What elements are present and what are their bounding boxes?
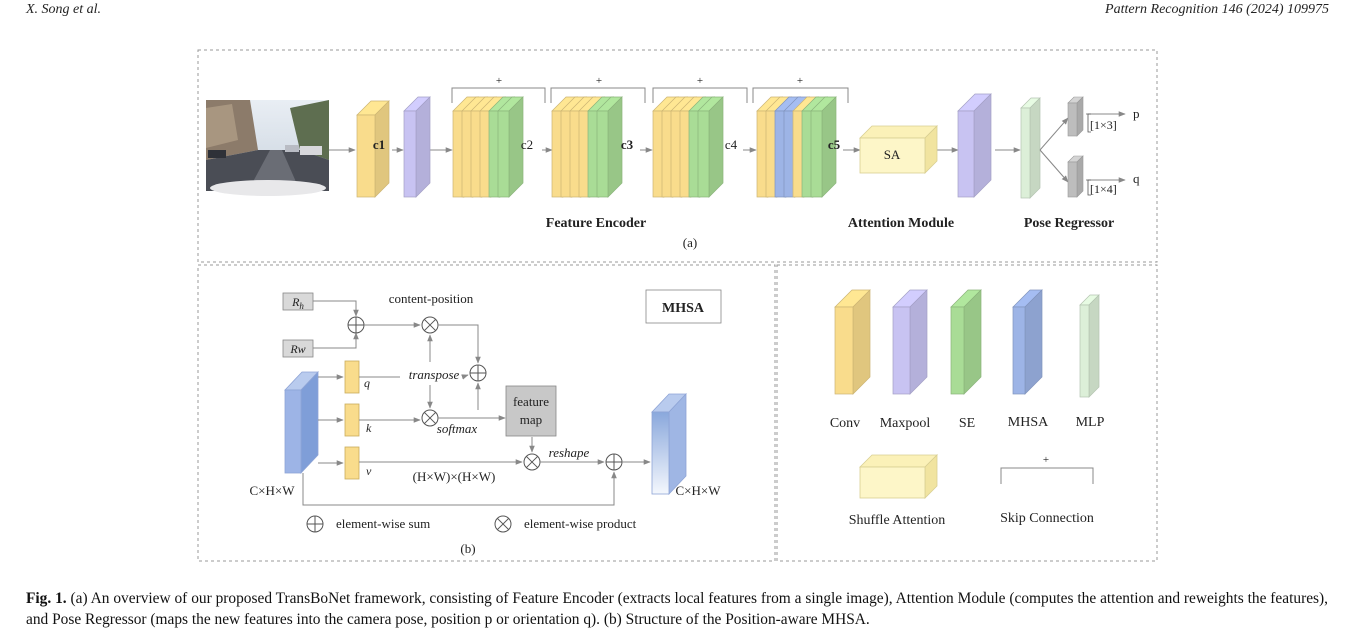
- output-q-dim: [1×4]: [1090, 182, 1117, 196]
- legend-conv-label: Conv: [830, 416, 860, 431]
- reshape-label: reshape: [549, 445, 590, 460]
- product-op-middle: [421, 409, 439, 427]
- rh-label: Rh: [291, 295, 304, 311]
- k-label: k: [366, 421, 372, 435]
- skip-plus-c2: +: [496, 75, 502, 87]
- legend-shuffle-attention-block: [859, 454, 938, 499]
- legend-product-icon: [494, 515, 512, 533]
- figure-1: + + + + c1 c2 c3 c4 c5 SA [1×3] [1×4] p …: [197, 49, 1158, 562]
- legend-product-label: element-wise product: [524, 516, 637, 531]
- running-header-authors: X. Song et al.: [26, 2, 102, 17]
- label-c5: c5: [828, 137, 841, 152]
- legend-conv-block: [834, 289, 871, 395]
- softmax-label: softmax: [437, 421, 478, 436]
- legend-sum-icon: [306, 515, 324, 533]
- sum-op-content: [347, 316, 365, 334]
- label-c4: c4: [725, 137, 738, 152]
- legend-se-block: [950, 289, 982, 395]
- mhsa-input-tensor: [284, 370, 319, 475]
- q-label: q: [364, 376, 370, 390]
- attention-maxpool-block: [957, 93, 992, 198]
- rw-label: Rw: [289, 342, 305, 356]
- legend-skip-plus: +: [1043, 454, 1049, 466]
- product-op-top: [421, 316, 439, 334]
- sa-label: SA: [884, 147, 901, 162]
- feature-map-line2: map: [520, 412, 542, 427]
- q-box: [344, 360, 360, 394]
- legend-maxpool-block: [892, 289, 928, 395]
- mhsa-output-tensor: [651, 392, 687, 496]
- output-dim-label: C×H×W: [676, 483, 722, 498]
- input-dim-label: C×H×W: [250, 483, 296, 498]
- running-header-journal: Pattern Recognition 146 (2024) 109975: [1105, 2, 1329, 17]
- legend-mlp-label: MLP: [1076, 415, 1105, 430]
- legend-shuffle-attention-label: Shuffle Attention: [849, 513, 946, 528]
- sum-op-residual: [605, 453, 623, 471]
- sum-op-logits: [469, 364, 487, 382]
- legend-blocks: [834, 289, 1100, 398]
- skip-plus-c3: +: [596, 75, 602, 87]
- legend-skip-bracket: [1000, 467, 1094, 484]
- panel-b-tag: (b): [460, 541, 475, 556]
- legend-mhsa-block: [1012, 289, 1043, 395]
- c2-se-5: [497, 96, 524, 198]
- legend-panel-border: [776, 264, 1158, 562]
- label-c2: c2: [521, 137, 533, 152]
- v-label: v: [366, 464, 372, 478]
- label-c1: c1: [373, 137, 385, 152]
- caption-label: Fig. 1.: [26, 590, 67, 607]
- shuffle-attention-block: [859, 125, 938, 174]
- input-street-image: [206, 100, 329, 196]
- c5-se-6: [810, 96, 837, 198]
- content-position-label: content-position: [389, 291, 474, 306]
- panel-b-border: [197, 264, 776, 562]
- figure-caption: Fig. 1. (a) An overview of our proposed …: [26, 588, 1328, 630]
- legend-mhsa-label: MHSA: [1008, 415, 1049, 430]
- skip-plus-c4: +: [697, 75, 703, 87]
- c1-conv-block: [356, 100, 390, 198]
- section-attention-module: Attention Module: [848, 216, 954, 231]
- transpose-label: transpose: [409, 367, 460, 382]
- k-box: [344, 403, 360, 437]
- section-feature-encoder: Feature Encoder: [546, 216, 646, 231]
- legend-sum-label: element-wise sum: [336, 516, 430, 531]
- section-pose-regressor: Pose Regressor: [1024, 216, 1114, 231]
- mhsa-title-box: [645, 289, 722, 324]
- legend-skip-connection-label: Skip Connection: [1000, 511, 1094, 526]
- skip-plus-c5: +: [797, 75, 803, 87]
- matrix-dim-label: (H×W)×(H×W): [413, 469, 496, 484]
- output-p-dim: [1×3]: [1090, 118, 1117, 132]
- grey-block-p: [1067, 96, 1084, 137]
- legend-maxpool-label: Maxpool: [880, 416, 931, 431]
- legend-mlp-block: [1079, 294, 1100, 398]
- output-p: p: [1133, 106, 1140, 121]
- panel-a-tag: (a): [683, 235, 697, 250]
- c3-se-5: [596, 96, 623, 198]
- product-op-value: [523, 453, 541, 471]
- maxpool-block: [403, 96, 431, 198]
- label-c3: c3: [621, 137, 634, 152]
- c4-se-5: [697, 96, 724, 198]
- legend-se-label: SE: [959, 416, 975, 431]
- feature-map-line1: feature: [513, 394, 549, 409]
- v-box: [344, 446, 360, 480]
- feature-map-box: [505, 385, 557, 437]
- feature-encoder-blocks: [356, 93, 1041, 199]
- mhsa-title: MHSA: [662, 301, 705, 316]
- grey-block-q: [1067, 155, 1084, 198]
- output-q: q: [1133, 171, 1140, 186]
- caption-text: (a) An overview of our proposed TransBoN…: [26, 590, 1328, 628]
- panel-a-border: [197, 49, 1158, 263]
- mlp-block: [1020, 97, 1041, 199]
